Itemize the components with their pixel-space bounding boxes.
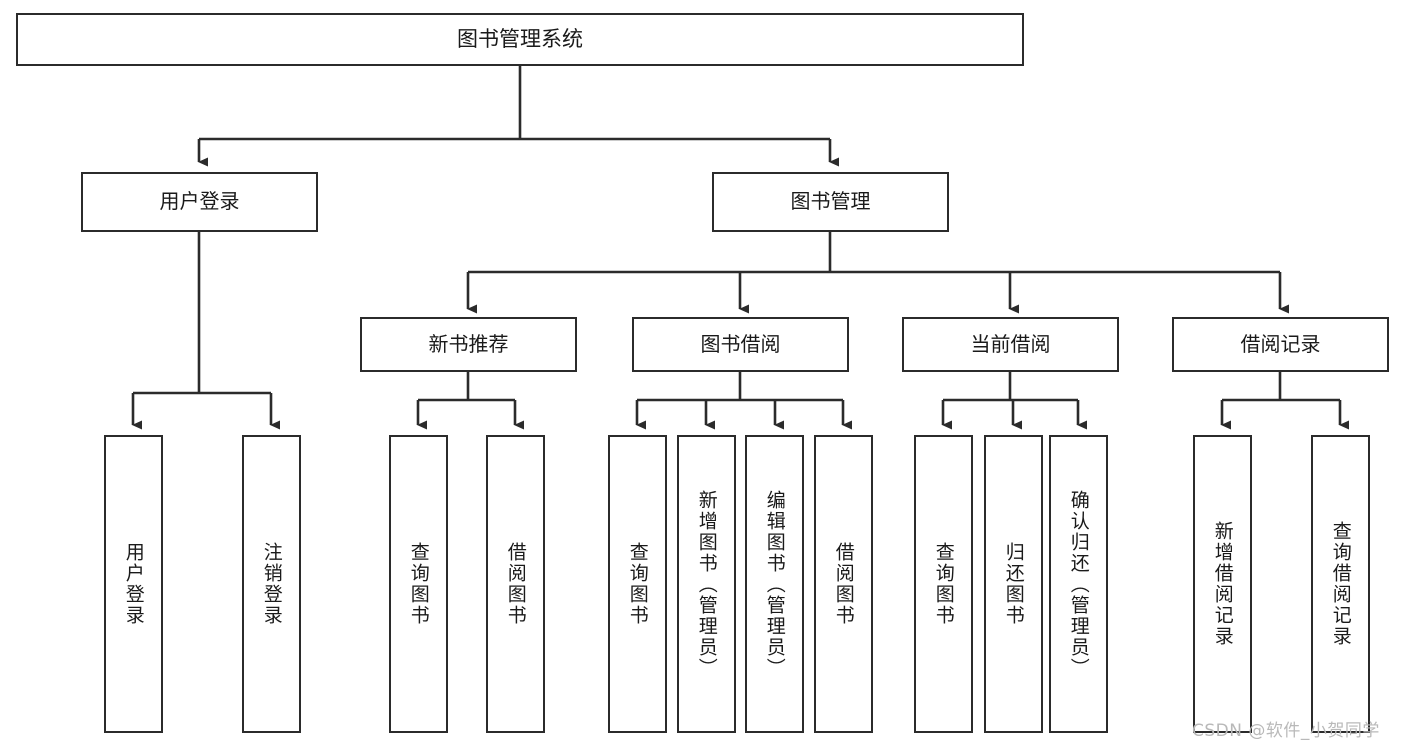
node-book-borrow-label: 图书借阅 — [700, 331, 781, 356]
leaf-br-query-record-label: 查询借阅记录 — [1329, 521, 1352, 647]
node-current-borrow[interactable]: 当前借阅 — [902, 317, 1119, 372]
leaf-br-add-record[interactable]: 新增借阅记录 — [1193, 435, 1252, 733]
leaf-cb-return-book[interactable]: 归还图书 — [984, 435, 1043, 733]
leaf-user-login[interactable]: 用户登录 — [104, 435, 163, 733]
leaf-cb-confirm-return-admin[interactable]: 确认归还（管理员） — [1049, 435, 1108, 733]
leaf-bb-add-book-admin-label: 新增图书（管理员） — [695, 489, 718, 679]
node-user-login[interactable]: 用户登录 — [81, 172, 318, 232]
leaf-user-login-label: 用户登录 — [122, 542, 145, 626]
leaf-logout[interactable]: 注销登录 — [242, 435, 301, 733]
leaf-bb-query-book-label: 查询图书 — [626, 542, 649, 626]
leaf-cb-confirm-return-admin-label: 确认归还（管理员） — [1067, 489, 1090, 679]
node-book-management-label: 图书管理 — [790, 189, 871, 214]
node-book-management[interactable]: 图书管理 — [712, 172, 949, 232]
leaf-nb-borrow-book[interactable]: 借阅图书 — [486, 435, 545, 733]
leaf-logout-label: 注销登录 — [260, 542, 283, 626]
node-root-system-label: 图书管理系统 — [457, 27, 583, 52]
leaf-nb-query-book-label: 查询图书 — [407, 542, 430, 626]
node-user-login-label: 用户登录 — [159, 189, 240, 214]
node-new-book-recommend[interactable]: 新书推荐 — [360, 317, 577, 372]
leaf-bb-query-book[interactable]: 查询图书 — [608, 435, 667, 733]
leaf-cb-return-book-label: 归还图书 — [1002, 542, 1025, 626]
node-borrow-record[interactable]: 借阅记录 — [1172, 317, 1389, 372]
node-current-borrow-label: 当前借阅 — [970, 331, 1051, 356]
node-new-book-recommend-label: 新书推荐 — [428, 331, 509, 356]
leaf-br-add-record-label: 新增借阅记录 — [1211, 521, 1234, 647]
leaf-bb-edit-book-admin[interactable]: 编辑图书（管理员） — [745, 435, 804, 733]
leaf-br-query-record[interactable]: 查询借阅记录 — [1311, 435, 1370, 733]
leaf-bb-add-book-admin[interactable]: 新增图书（管理员） — [677, 435, 736, 733]
leaf-cb-query-book-label: 查询图书 — [932, 542, 955, 626]
node-borrow-record-label: 借阅记录 — [1240, 331, 1321, 356]
leaf-nb-borrow-book-label: 借阅图书 — [504, 542, 527, 626]
leaf-bb-borrow-book-label: 借阅图书 — [832, 542, 855, 626]
node-root-system[interactable]: 图书管理系统 — [16, 13, 1024, 66]
leaf-bb-edit-book-admin-label: 编辑图书（管理员） — [763, 489, 786, 679]
leaf-cb-query-book[interactable]: 查询图书 — [914, 435, 973, 733]
leaf-nb-query-book[interactable]: 查询图书 — [389, 435, 448, 733]
csdn-watermark: CSDN @软件_小贺同学 — [1192, 721, 1380, 741]
leaf-bb-borrow-book[interactable]: 借阅图书 — [814, 435, 873, 733]
node-book-borrow[interactable]: 图书借阅 — [632, 317, 849, 372]
